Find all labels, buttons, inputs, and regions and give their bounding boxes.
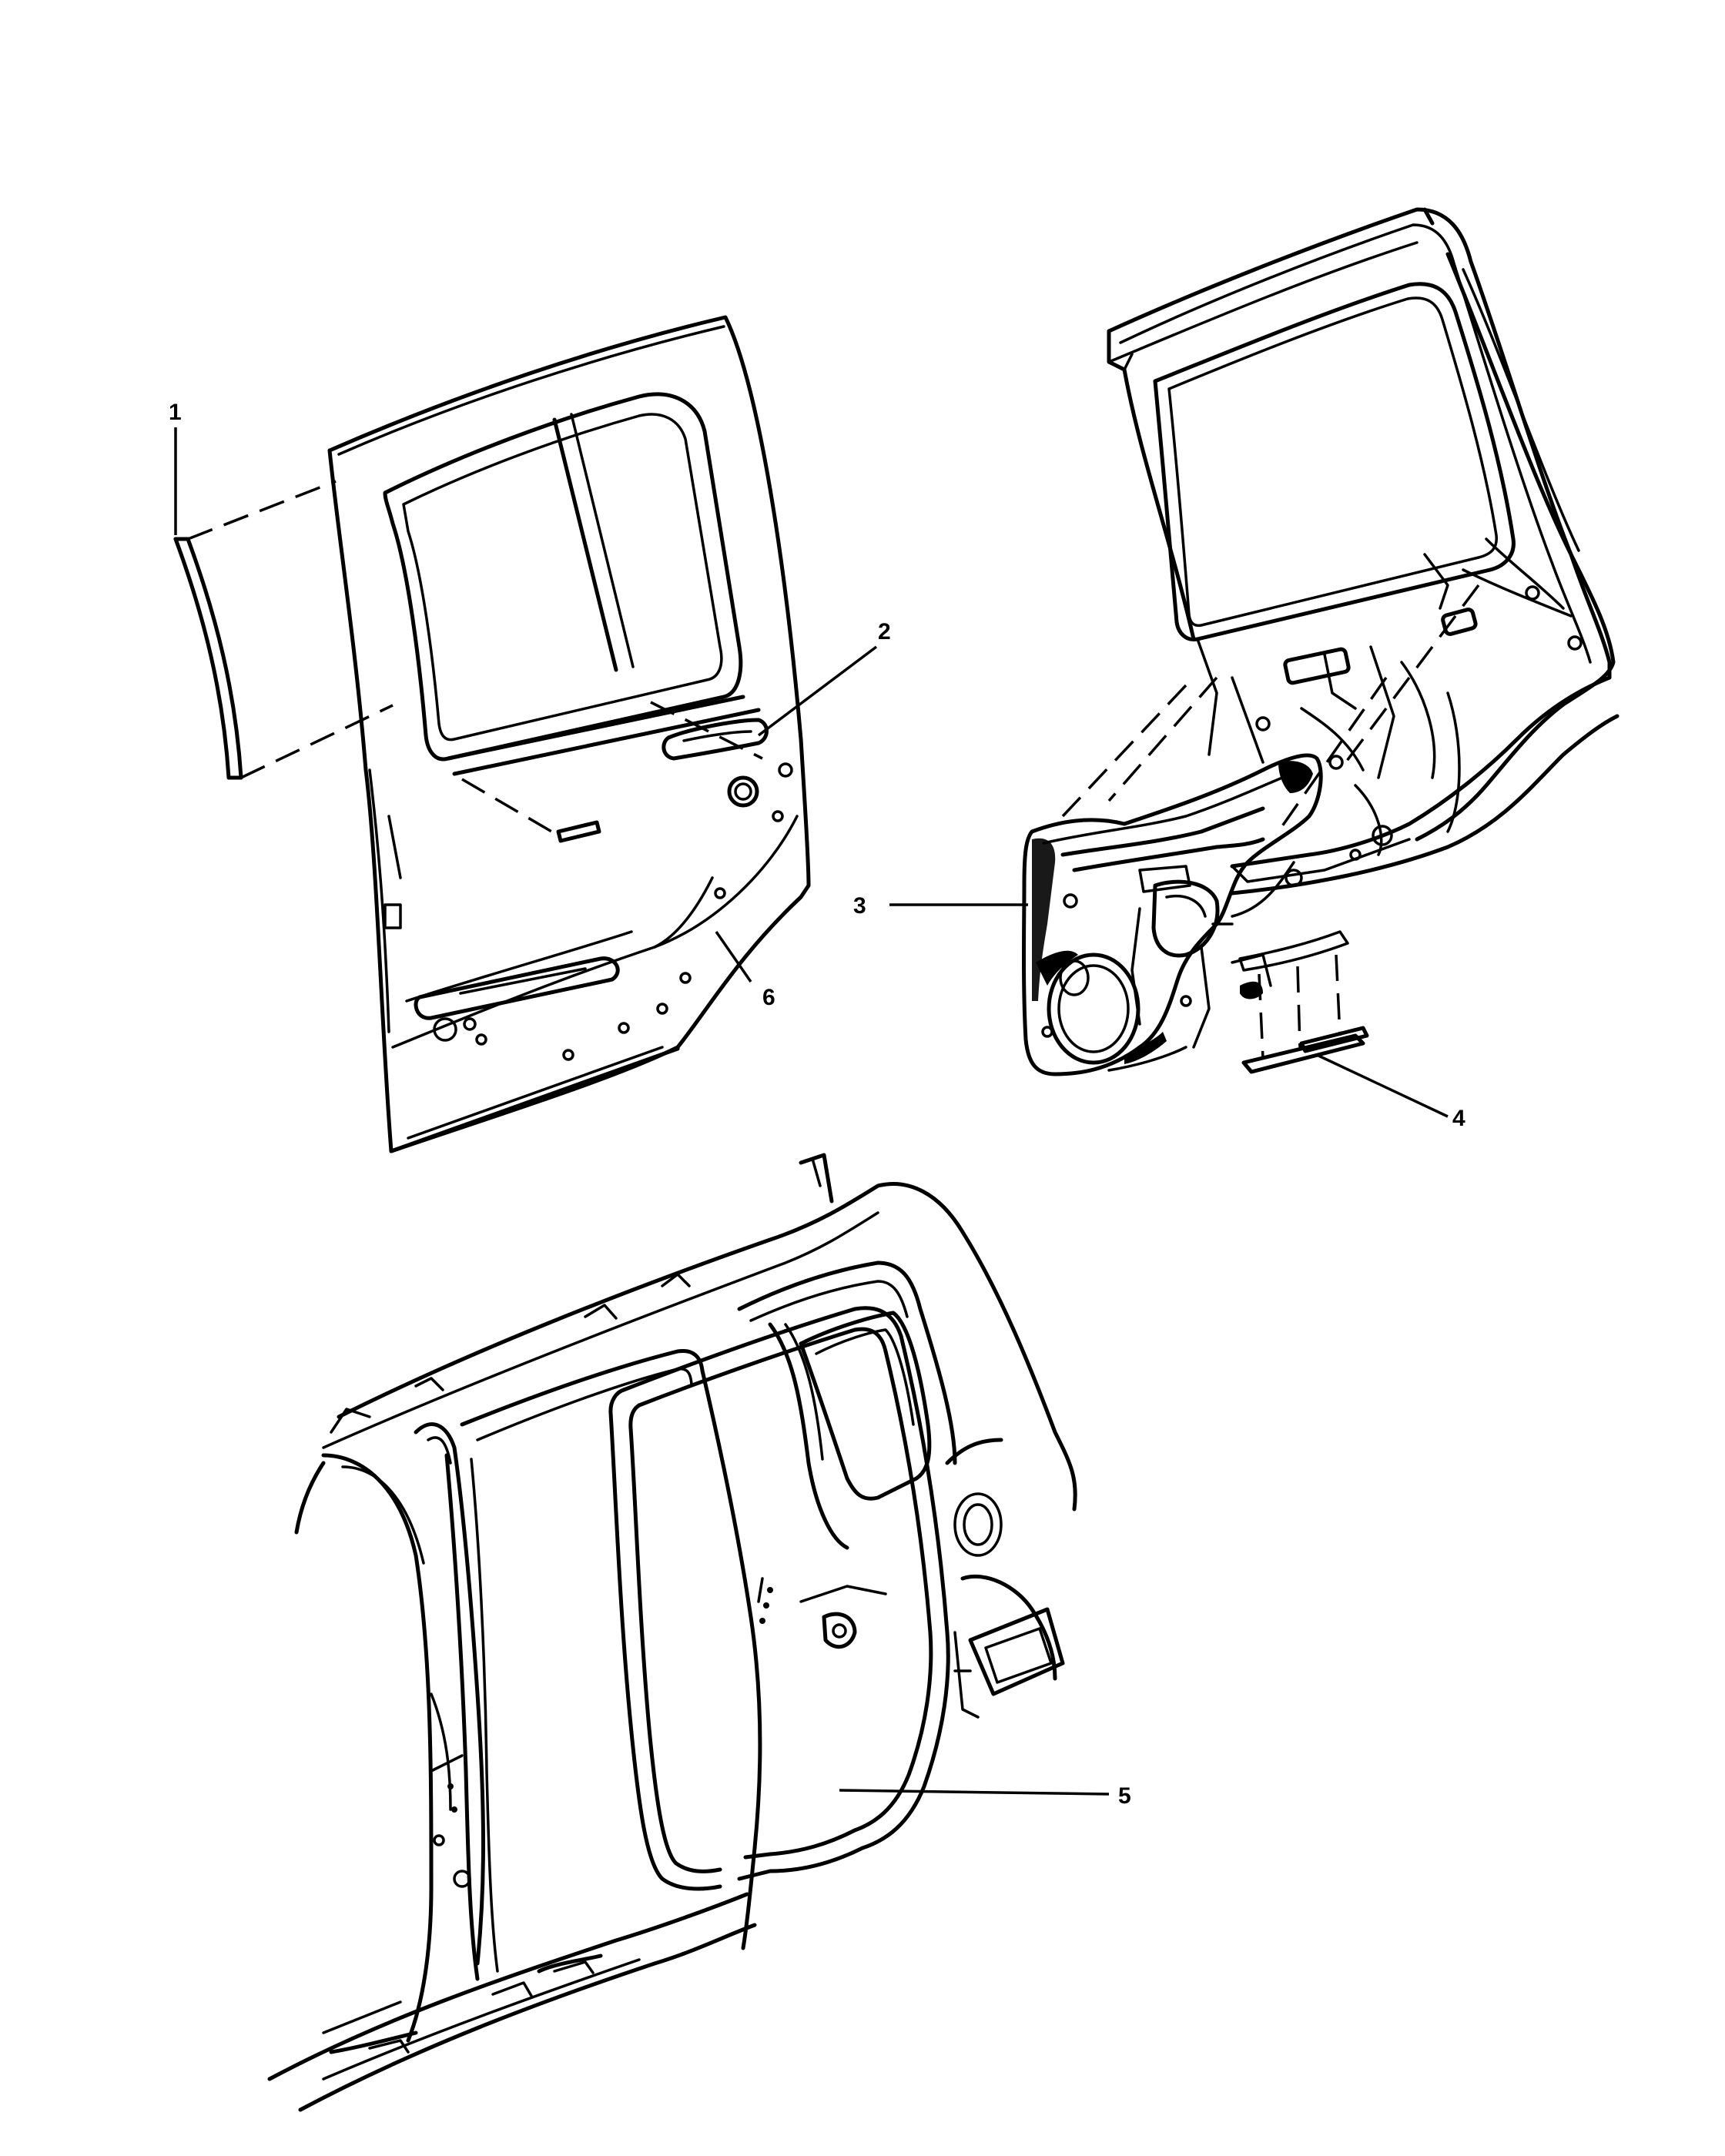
rear-door-inner-shell	[1061, 207, 1619, 896]
door-watershield	[1022, 753, 1323, 1076]
callout-2: 2	[878, 619, 891, 644]
body-side-aperture	[267, 1153, 1077, 2112]
callout-6: 6	[762, 985, 775, 1010]
rear-door-outer-shell	[327, 315, 811, 1153]
callout-leaders	[174, 427, 1449, 1796]
callout-3: 3	[853, 893, 866, 919]
applique-strip	[173, 480, 394, 780]
sill-seal-pieces	[1238, 930, 1369, 1074]
callout-4: 4	[1452, 1106, 1465, 1131]
callout-1: 1	[169, 400, 182, 425]
callout-labels: 1 2 3 4 5 6	[169, 400, 1465, 1809]
callout-5: 5	[1118, 1783, 1131, 1809]
